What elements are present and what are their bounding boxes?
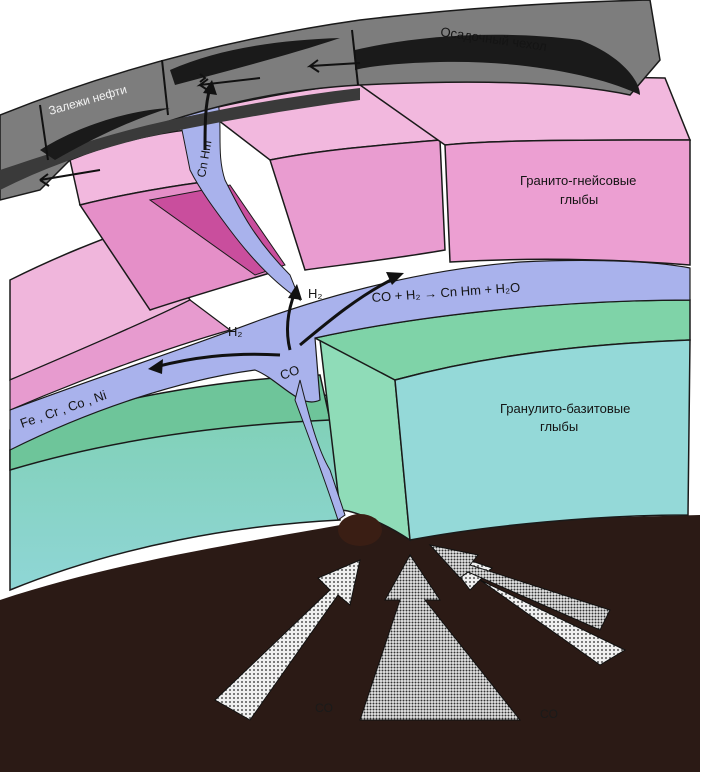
granulite-basite-label-1: Гранулито-базитовые [500, 401, 630, 416]
granite-gneiss-label-1: Гранито-гнейсовые [520, 173, 636, 188]
fault-hotspot [338, 514, 382, 546]
granite-gneiss-label-2: глыбы [560, 192, 598, 207]
granulite-basite-label-2: глыбы [540, 419, 578, 434]
co-bottom-right-label: CO [540, 707, 558, 721]
h2-left-label: H₂ [228, 324, 242, 339]
h2-up-label: H₂ [308, 286, 322, 301]
granulite-right-block-side [395, 340, 690, 540]
co-bottom-left-label: CO [315, 701, 333, 715]
